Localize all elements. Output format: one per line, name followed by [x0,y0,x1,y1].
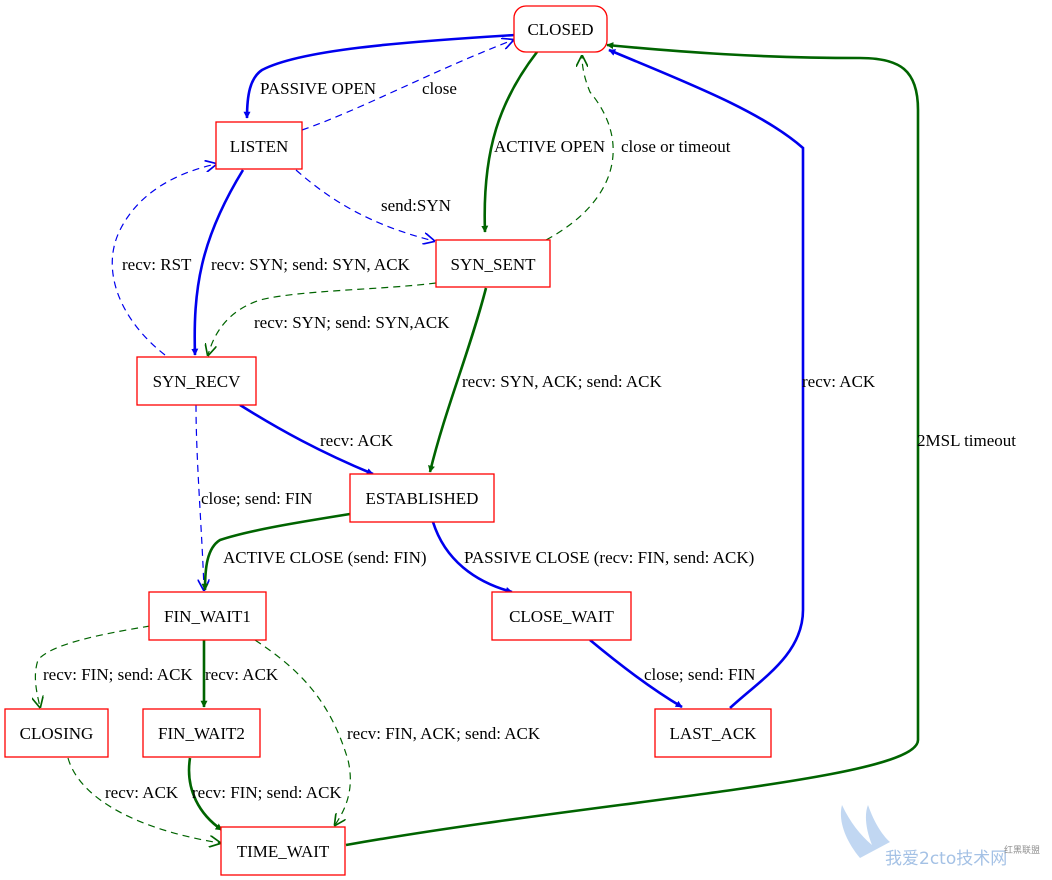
nodes: CLOSED LISTEN SYN_SENT SYN_RECV ESTABLIS… [4,5,772,876]
edge-finwait1-recv-fin [35,625,151,707]
edge-active-open [481,51,539,233]
label-listen-close: close [422,79,457,98]
label-active-open: ACTIVE OPEN [494,137,605,156]
node-fin-wait1: FIN_WAIT1 [148,591,267,641]
node-closing-label: CLOSING [20,724,94,743]
edge-closing-recv-ack [67,757,220,843]
edge-recv-syn-ack [428,287,488,473]
node-close-wait: CLOSE_WAIT [491,591,632,641]
edge-close-or-timeout [545,56,614,241]
label-close-or-timeout: close or timeout [621,137,731,156]
edge-synrecv-recv-ack [239,403,374,476]
label-finwait1-recv-fin: recv: FIN; send: ACK [43,665,193,684]
label-passive-close: PASSIVE CLOSE (recv: FIN, send: ACK) [464,548,754,567]
edge-passive-open [243,33,516,119]
node-syn-recv-label: SYN_RECV [153,372,242,391]
edge-labels: PASSIVE OPEN close ACTIVE OPEN close or … [43,79,1016,802]
watermark-wing-icon [840,805,890,858]
node-listen-label: LISTEN [230,137,289,156]
label-finwait1-recv-ack: recv: ACK [205,665,279,684]
node-time-wait: TIME_WAIT [220,826,346,876]
edges [35,33,920,847]
label-recv-rst: recv: RST [122,255,192,274]
edge-active-close [201,512,351,591]
label-closing-recv-ack: recv: ACK [105,783,179,802]
node-last-ack-label: LAST_ACK [670,724,758,743]
edge-finwait2-recv-fin [187,757,223,832]
edge-synsent-recv-syn [208,282,437,355]
edge-listen-recv-syn [191,169,245,356]
edge-close-send-fin [195,404,204,590]
node-closing: CLOSING [4,708,109,758]
node-time-wait-label: TIME_WAIT [237,842,330,861]
watermark-text: 我爱2cto技术网 [885,849,1007,869]
watermark: 我爱2cto技术网 红黑联盟 [840,805,1040,869]
node-established: ESTABLISHED [349,473,495,523]
edge-send-syn [295,169,434,241]
label-recv-syn-ack: recv: SYN, ACK; send: ACK [462,372,662,391]
node-last-ack: LAST_ACK [654,708,772,758]
node-listen: LISTEN [215,121,303,170]
node-fin-wait2-label: FIN_WAIT2 [158,724,245,743]
label-lastack-recv-ack: recv: ACK [802,372,876,391]
edge-2msl-timeout [345,42,920,847]
label-finwait2-recv-fin: recv: FIN; send: ACK [192,783,342,802]
node-syn-recv: SYN_RECV [136,356,257,406]
node-fin-wait2: FIN_WAIT2 [142,708,261,758]
edge-recv-fin-ack [254,639,351,825]
label-closewait-close: close; send: FIN [644,665,755,684]
label-synrecv-recv-ack: recv: ACK [320,431,394,450]
label-active-close: ACTIVE CLOSE (send: FIN) [223,548,427,567]
node-closed-label: CLOSED [527,20,593,39]
label-close-send-fin: close; send: FIN [201,489,312,508]
edge-passive-close [431,521,513,594]
edge-listen-close [301,40,513,131]
label-passive-open: PASSIVE OPEN [260,79,376,98]
watermark-small: 红黑联盟 [1004,844,1040,856]
node-established-label: ESTABLISHED [366,489,479,508]
node-syn-sent: SYN_SENT [435,239,551,288]
label-send-syn: send:SYN [381,196,451,215]
edge-lastack-recv-ack [608,48,805,709]
node-close-wait-label: CLOSE_WAIT [509,607,614,626]
label-synsent-recv-syn: recv: SYN; send: SYN,ACK [254,313,450,332]
node-fin-wait1-label: FIN_WAIT1 [164,607,251,626]
label-2msl-timeout: 2MSL timeout [917,431,1016,450]
label-listen-recv-syn: recv: SYN; send: SYN, ACK [211,255,411,274]
node-syn-sent-label: SYN_SENT [450,255,536,274]
node-closed: CLOSED [513,5,608,53]
label-recv-fin-ack: recv: FIN, ACK; send: ACK [347,724,541,743]
edge-closewait-close [589,639,683,709]
